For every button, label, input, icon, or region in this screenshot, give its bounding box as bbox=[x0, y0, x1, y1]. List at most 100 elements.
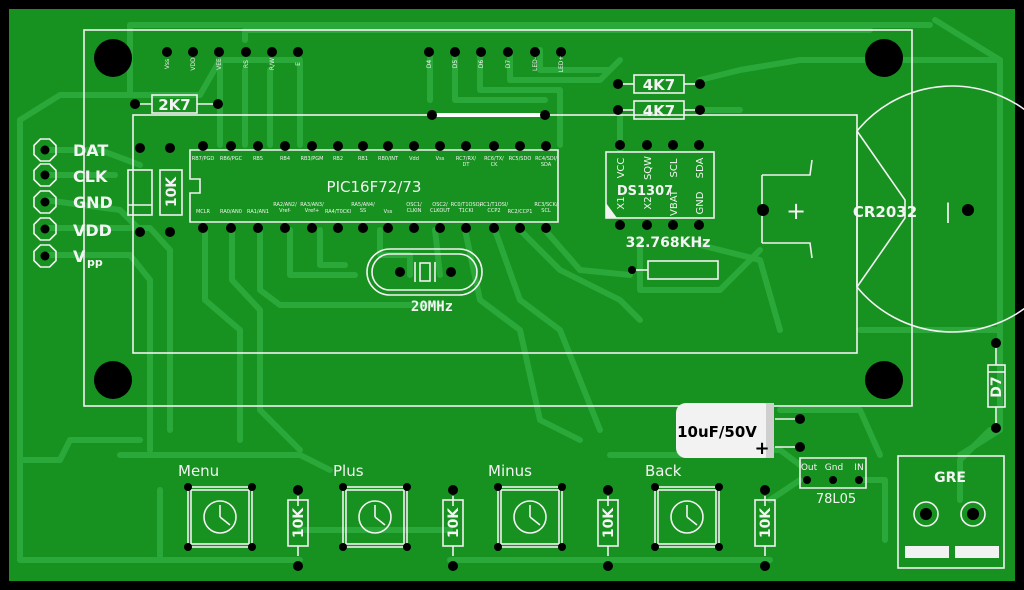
button-label: Menu bbox=[178, 462, 219, 480]
header-pin-clk: CLK bbox=[73, 167, 108, 186]
mcu-bottom-pin-label: MCLR bbox=[196, 209, 211, 215]
lcd-pin-pad bbox=[162, 47, 172, 57]
mcu-bottom-pin-label: RA3/AN3/ bbox=[300, 202, 324, 208]
lcd-pin-label: RS bbox=[243, 60, 250, 68]
rtc-bottom-pin-label: X1 bbox=[616, 196, 627, 209]
mcu-pin-pad bbox=[280, 223, 290, 233]
mcu-pin-pad bbox=[253, 223, 263, 233]
mcu-bottom-pin-label: RC2/CCP1 bbox=[508, 209, 533, 215]
mcu-pin-pad bbox=[489, 141, 499, 151]
button-pad bbox=[339, 543, 347, 551]
button-actuator bbox=[513, 500, 547, 534]
lcd-pin-label: R/W bbox=[269, 58, 276, 70]
mcu-pin-pad bbox=[198, 223, 208, 233]
button-mark bbox=[686, 516, 698, 526]
mcu-top-pin-label: RB2 bbox=[333, 156, 343, 162]
button-mark bbox=[374, 516, 386, 526]
mcu-pin-pad bbox=[435, 223, 445, 233]
button-inner bbox=[345, 489, 405, 545]
button-plus[interactable]: Plus bbox=[333, 462, 411, 551]
mcu-bottom-pin-label-cont: Vref+ bbox=[305, 208, 319, 214]
mcu-bottom-pin-label-cont: T1CKI bbox=[458, 208, 473, 214]
mcu-pin-pad bbox=[226, 223, 236, 233]
connector-label: GRE bbox=[934, 470, 966, 486]
button-inner bbox=[190, 489, 250, 545]
button-inner bbox=[657, 489, 717, 545]
button-pad bbox=[494, 543, 502, 551]
resistor-button-label: 10K bbox=[601, 507, 617, 538]
button-minus[interactable]: Minus bbox=[488, 462, 566, 551]
lcd-pin-pad bbox=[530, 47, 540, 57]
mcu-pin-pad bbox=[541, 141, 551, 151]
lcd-pin-pad bbox=[241, 47, 251, 57]
lcd-pin-label: E bbox=[295, 62, 302, 66]
lcd-pin-label: D6 bbox=[478, 60, 485, 69]
lcd-pin-pad bbox=[476, 47, 486, 57]
resistor-button-label: 10K bbox=[758, 507, 774, 538]
mcu-pin-pad bbox=[489, 223, 499, 233]
regulator-pin-in: IN bbox=[854, 463, 863, 473]
button-actuator bbox=[203, 500, 237, 534]
mcu-bottom-pin-label: RA5/AN4/ bbox=[351, 202, 375, 208]
lcd-pin-pad bbox=[424, 47, 434, 57]
lcd-pin-label: D5 bbox=[452, 60, 459, 69]
mcu-bottom-pin-label: RC1/T1OSI/ bbox=[480, 202, 508, 208]
resistor-rtc-1: 4K7 bbox=[613, 74, 705, 94]
header-pad-hole bbox=[40, 170, 50, 180]
button-pad bbox=[184, 483, 192, 491]
mcu-pin-pad bbox=[253, 141, 263, 151]
header-pin-dat: DAT bbox=[73, 141, 108, 160]
mcu-top-pin-label-cont: SDA bbox=[541, 162, 552, 168]
button-outline bbox=[342, 486, 408, 548]
rtc-crystal-label: 32.768KHz bbox=[626, 235, 711, 251]
button-back[interactable]: Back bbox=[645, 462, 723, 551]
header-pin-vpp: V bbox=[73, 247, 86, 266]
button-label: Plus bbox=[333, 462, 364, 480]
board-substrate bbox=[9, 9, 1015, 581]
button-menu[interactable]: Menu bbox=[178, 462, 256, 551]
mcu-top-pin-label: RB4 bbox=[280, 156, 290, 162]
resistor-lcd: 2K7 bbox=[130, 94, 223, 114]
header-labels: DAT CLK GND VDD V pp bbox=[73, 141, 113, 269]
resistor-rtc-1-label: 4K7 bbox=[643, 76, 676, 94]
rtc-pin-pad bbox=[694, 140, 704, 150]
lcd-pin-label: Vss bbox=[164, 59, 171, 69]
button-outline bbox=[187, 486, 253, 548]
header-pad-hole bbox=[40, 145, 50, 155]
lcd-pin-label: D7 bbox=[505, 60, 512, 69]
mcu-pin-pad bbox=[383, 141, 393, 151]
resistor-button-label: 10K bbox=[291, 507, 307, 538]
lcd-pin-label: VDD bbox=[190, 57, 197, 71]
lcd-pin-label: LED+ bbox=[558, 56, 565, 73]
mcu-top-pin-label: RB1 bbox=[358, 156, 368, 162]
button-pad bbox=[248, 543, 256, 551]
button-actuator bbox=[670, 500, 704, 534]
mcu-bottom-pin-label-cont: SS bbox=[360, 208, 366, 214]
button-pad bbox=[248, 483, 256, 491]
button-pad bbox=[403, 543, 411, 551]
mcu-bottom-pin-label-cont: Vref- bbox=[279, 208, 291, 214]
resistor-button-4: 10K bbox=[754, 485, 776, 571]
lcd-pin-label: D4 bbox=[426, 60, 433, 69]
resistor-rtc-2: 4K7 bbox=[613, 100, 705, 120]
regulator-pin-gnd: Gnd bbox=[825, 463, 843, 473]
mcu-pin-pad bbox=[307, 141, 317, 151]
header-pad bbox=[33, 217, 57, 241]
resistor-button-2: 10K bbox=[442, 485, 464, 571]
rtc-pin-pad bbox=[668, 220, 678, 230]
mcu-pin-pad bbox=[226, 141, 236, 151]
lcd-pin-pad bbox=[188, 47, 198, 57]
mcu-bottom-pin-label: RA1/AN1 bbox=[247, 209, 269, 215]
battery-label: CR2032 bbox=[853, 203, 917, 221]
rtc-part: DS1307 bbox=[617, 184, 673, 199]
mcu-pin-pad bbox=[333, 223, 343, 233]
capacitor-label: 10uF/50V bbox=[677, 423, 757, 441]
mcu-bottom-pin-label-cont: SCL bbox=[541, 208, 551, 214]
mcu-pin-pad bbox=[515, 141, 525, 151]
lcd-pin-pad bbox=[267, 47, 277, 57]
lcd-pin-pad bbox=[293, 47, 303, 57]
mcu-top-pin-label: RB5 bbox=[253, 156, 263, 162]
